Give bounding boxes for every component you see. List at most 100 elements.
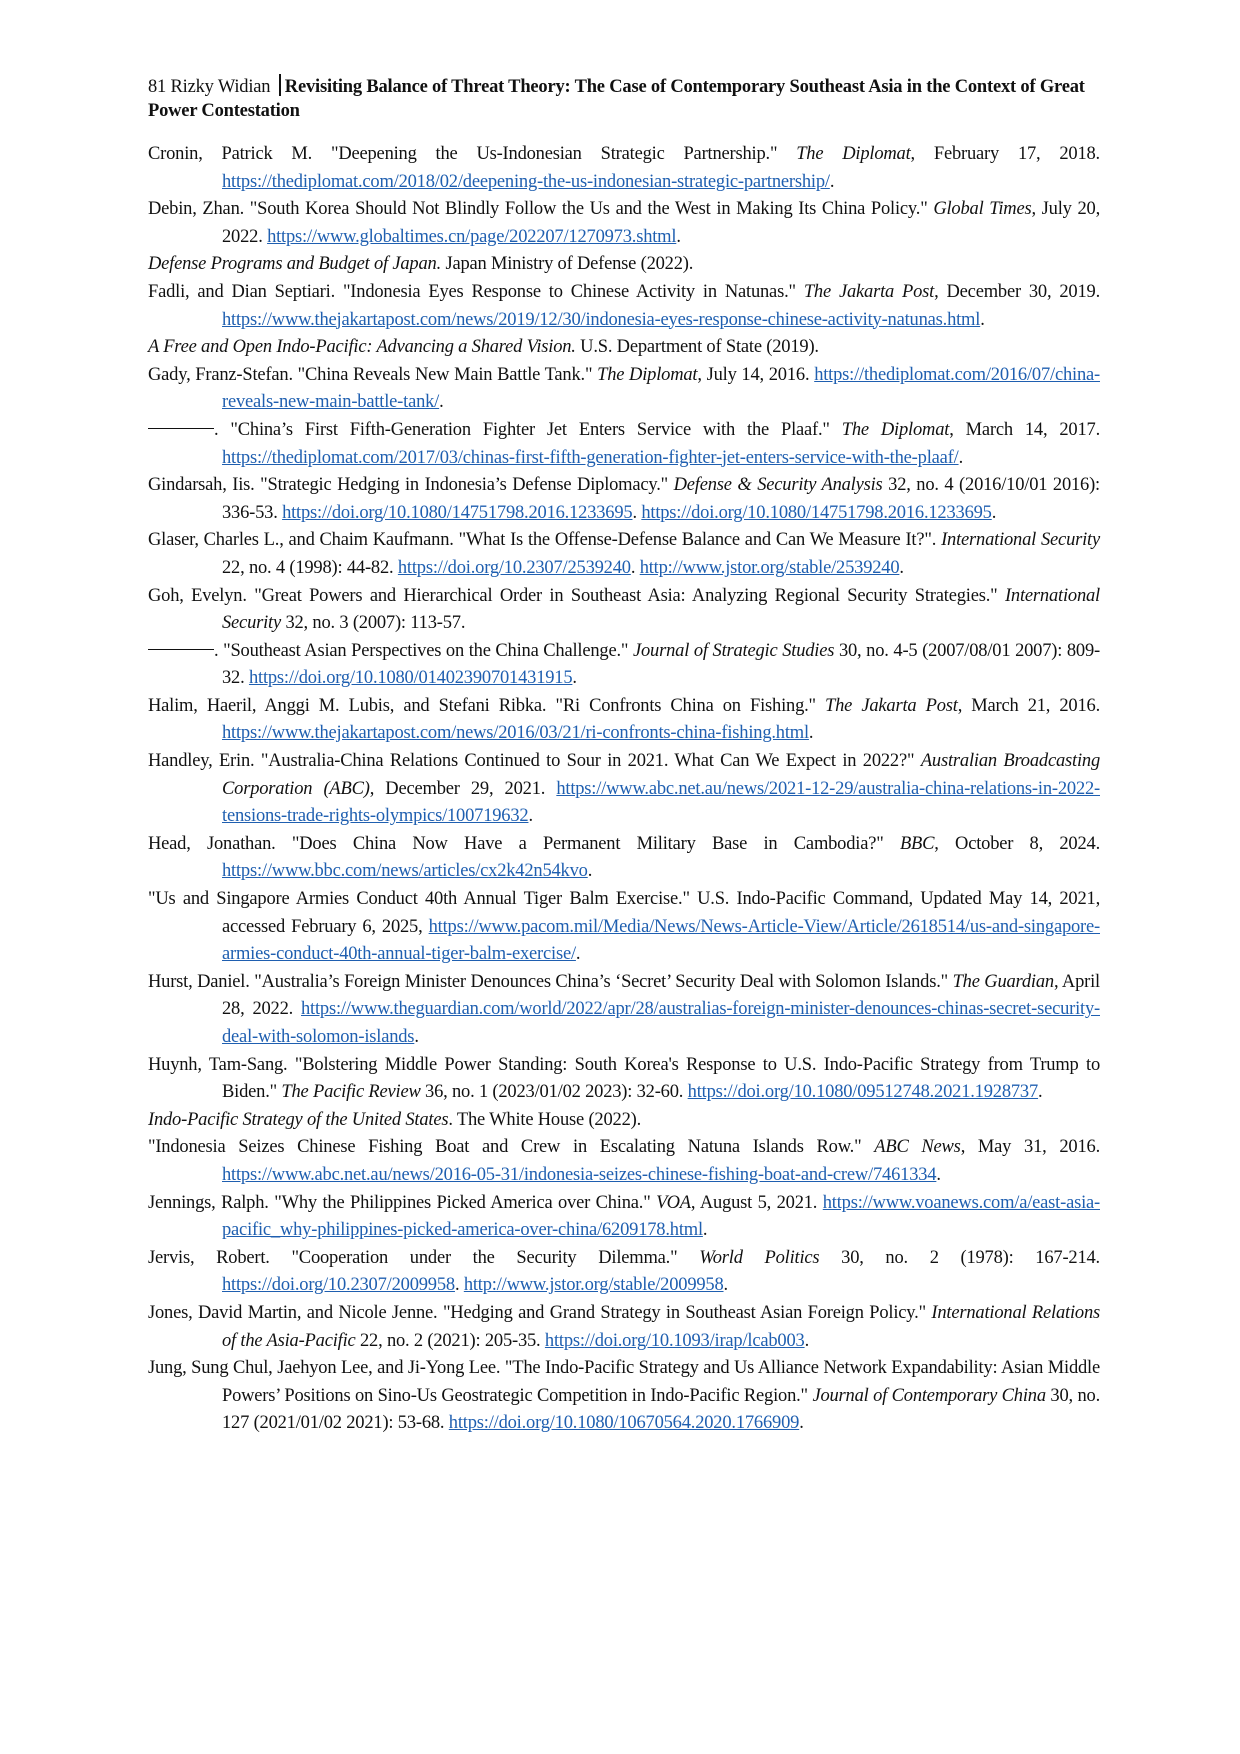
reference-text: Cronin, Patrick M. "Deepening the Us-Ind… (148, 144, 797, 164)
reference-text: Gindarsah, Iis. "Strategic Hedging in In… (148, 475, 674, 496)
reference-text: . (936, 1164, 941, 1185)
reference-link[interactable]: https://doi.org/10.2307/2009958 (222, 1275, 455, 1296)
header-author: Rizky Widian (170, 77, 271, 97)
reference-text: 32, no. 3 (2007): 113-57. (281, 613, 466, 634)
reference-italic-title: ABC News (874, 1137, 961, 1158)
reference-link[interactable]: https://www.voanews.com/a/east-asia-paci… (222, 1192, 1100, 1241)
reference-text: Hurst, Daniel. "Australia’s Foreign Mini… (148, 971, 953, 992)
reference-italic-title: Defense & Security Analysis (673, 475, 883, 496)
reference-italic-title: A Free and Open Indo-Pacific: Advancing … (148, 337, 576, 358)
reference-entry: Head, Jonathan. "Does China Now Have a P… (148, 831, 1100, 886)
reference-link[interactable]: https://doi.org/10.2307/2539240 (397, 557, 631, 578)
reference-link[interactable]: https://thediplomat.com/2016/07/china-re… (222, 364, 1100, 413)
reference-text: . (804, 1330, 810, 1351)
reference-link[interactable]: https://www.abc.net.au/news/2016-05-31/i… (222, 1164, 937, 1185)
reference-text: . "Southeast Asian Perspectives on the C… (214, 640, 633, 661)
reference-italic-title: The Diplomat (796, 144, 911, 164)
reference-text: 32, no. 4 (2016/10/01 2016): 336-53. (222, 475, 1100, 523)
reference-link[interactable]: https://www.bbc.com/news/articles/cx2k42… (222, 861, 588, 882)
reference-text: Jervis, Robert. "Cooperation under the S… (148, 1247, 700, 1268)
reference-entry: Handley, Erin. "Australia-China Relation… (148, 748, 1100, 831)
reference-text: , October 8, 2024. (934, 833, 1100, 854)
reference-italic-title: Defense Programs and Budget of Japan. (148, 254, 442, 275)
reference-text: Jones, David Martin, and Nicole Jenne. "… (148, 1302, 932, 1323)
reference-text: , May 31, 2016. (960, 1137, 1101, 1158)
reference-link[interactable]: https://doi.org/10.1093/irap/lcab003 (544, 1330, 805, 1351)
page-number: 81 (148, 77, 167, 97)
reference-text: 22, no. 4 (1998): 44-82. (222, 557, 398, 578)
reference-text: . (630, 557, 640, 578)
reference-text: , July 14, 2016. (697, 364, 815, 385)
reference-text: . (702, 1220, 708, 1241)
reference-link[interactable]: https://www.thejakartapost.com/news/2016… (222, 723, 809, 744)
reference-italic-title: Journal of Strategic Studies (632, 640, 835, 661)
reference-text: . (980, 309, 985, 330)
reference-entry: Defense Programs and Budget of Japan. Ja… (148, 251, 1100, 279)
reference-text: Gady, Franz-Stefan. "China Reveals New M… (148, 364, 598, 385)
reference-entry: Indo-Pacific Strategy of the United Stat… (148, 1107, 1100, 1135)
reference-link[interactable]: https://doi.org/10.1080/14751798.2016.12… (282, 502, 633, 523)
reference-italic-title: Indo-Pacific Strategy of the United Stat… (148, 1109, 449, 1130)
reference-link[interactable]: https://doi.org/10.1080/09512748.2021.19… (687, 1082, 1039, 1103)
reference-entry: Gindarsah, Iis. "Strategic Hedging in In… (148, 472, 1100, 527)
reference-link[interactable]: https://www.abc.net.au/news/2021-12-29/a… (222, 778, 1100, 827)
reference-text: 30, no. 127 (2021/01/02 2021): 53-68. (222, 1385, 1101, 1434)
reference-text: Japan Ministry of Defense (2022). (441, 254, 694, 275)
reference-entry: Goh, Evelyn. "Great Powers and Hierarchi… (148, 583, 1100, 638)
reference-link[interactable]: https://thediplomat.com/2017/03/chinas-f… (222, 447, 959, 468)
reference-entry: Fadli, and Dian Septiari. "Indonesia Eye… (148, 279, 1100, 334)
reference-italic-title: International Relations of the Asia-Paci… (222, 1302, 1100, 1351)
reference-text: . (899, 557, 904, 578)
reference-entry: Jung, Sung Chul, Jaehyon Lee, and Ji-Yon… (148, 1355, 1100, 1438)
reference-italic-title: BBC (899, 833, 935, 854)
reference-entry: Huynh, Tam-Sang. "Bolstering Middle Powe… (148, 1052, 1100, 1107)
reference-link[interactable]: https://doi.org/10.1080/0140239070143191… (248, 668, 573, 689)
reference-link[interactable]: https://www.thejakartapost.com/news/2019… (222, 309, 981, 330)
reference-text: 30, no. 2 (1978): 167-214. (819, 1247, 1100, 1268)
reference-entry: "Indonesia Seizes Chinese Fishing Boat a… (148, 1134, 1100, 1189)
reference-text: Huynh, Tam-Sang. "Bolstering Middle Powe… (148, 1054, 1100, 1103)
reference-text: Fadli, and Dian Septiari. "Indonesia Eye… (148, 281, 804, 302)
reference-link[interactable]: https://thediplomat.com/2018/02/deepenin… (222, 171, 830, 192)
reference-entry: . "Southeast Asian Perspectives on the C… (148, 638, 1100, 693)
reference-text: . (808, 723, 814, 744)
reference-text: Glaser, Charles L., and Chaim Kaufmann. … (148, 530, 942, 551)
reference-text: . (572, 668, 577, 689)
reference-text: . (439, 392, 444, 413)
reference-link[interactable]: https://doi.org/10.1080/14751798.2016.12… (641, 502, 992, 523)
reference-entry: . "China’s First Fifth-Generation Fighte… (148, 417, 1100, 472)
reference-link[interactable]: http://www.jstor.org/stable/2009958 (463, 1275, 724, 1296)
reference-entry: Jones, David Martin, and Nicole Jenne. "… (148, 1300, 1100, 1355)
reference-link[interactable]: https://doi.org/10.1080/10670564.2020.17… (448, 1413, 800, 1434)
repeat-author-dash (148, 427, 214, 429)
reference-italic-title: The Jakarta Post (825, 695, 958, 716)
reference-text: , August 5, 2021. (690, 1192, 823, 1213)
reference-entry: Glaser, Charles L., and Chaim Kaufmann. … (148, 527, 1100, 582)
reference-text: 22, no. 2 (2021): 205-35. (355, 1330, 545, 1351)
reference-link[interactable]: https://www.pacom.mil/Media/News/News-Ar… (222, 916, 1100, 965)
reference-text: . (414, 1027, 419, 1047)
reference-text: . (723, 1275, 729, 1296)
reference-text: Jennings, Ralph. "Why the Philippines Pi… (148, 1192, 657, 1213)
reference-link[interactable]: https://www.theguardian.com/world/2022/a… (222, 999, 1100, 1047)
reference-text: , March 21, 2016. (957, 695, 1101, 716)
reference-link[interactable]: https://www.globaltimes.cn/page/202207/1… (267, 226, 677, 247)
reference-italic-title: The Pacific Review (281, 1082, 421, 1103)
reference-text: . (575, 944, 581, 965)
reference-text: 30, no. 4-5 (2007/08/01 2007): 809-32. (222, 640, 1100, 689)
reference-text: 36, no. 1 (2023/01/02 2023): 32-60. (420, 1082, 688, 1103)
reference-italic-title: Australian Broadcasting Corporation (ABC… (222, 751, 1100, 799)
reference-text: , July 20, 2022. (222, 199, 1100, 247)
reference-text: . (799, 1413, 804, 1434)
reference-text: Jung, Sung Chul, Jaehyon Lee, and Ji-Yon… (148, 1358, 1100, 1406)
running-header: 81 Rizky Widian Revisiting Balance of Th… (148, 74, 1100, 123)
reference-entry: Jervis, Robert. "Cooperation under the S… (148, 1245, 1100, 1300)
reference-entry: Gady, Franz-Stefan. "China Reveals New M… (148, 362, 1100, 417)
reference-link[interactable]: http://www.jstor.org/stable/2539240 (639, 557, 900, 578)
reference-text: Head, Jonathan. "Does China Now Have a P… (148, 833, 900, 854)
reference-text: , March 14, 2017. (949, 419, 1100, 440)
reference-text: . (632, 502, 642, 523)
reference-text: . (454, 1275, 464, 1296)
header-title: Revisiting Balance of Threat Theory: The… (148, 77, 1085, 121)
reference-entry: Cronin, Patrick M. "Deepening the Us-Ind… (148, 141, 1100, 196)
